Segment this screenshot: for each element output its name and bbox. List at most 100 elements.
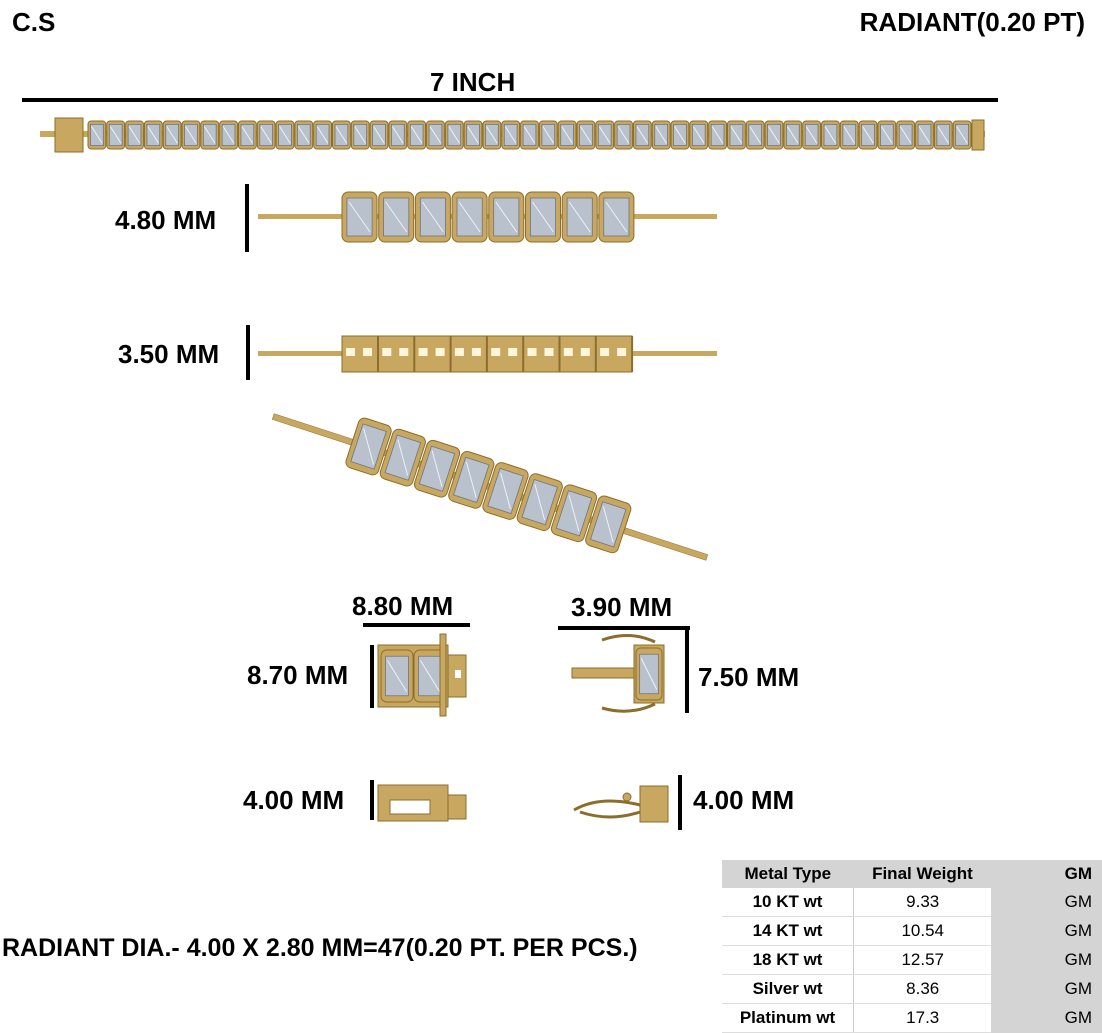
stone-facet (693, 126, 705, 144)
clasp-slot (455, 670, 461, 678)
unit-cell: GM (991, 1003, 1102, 1033)
metal-cell: 10 KT wt (722, 888, 854, 917)
clasp-open-view (571, 634, 665, 713)
stone-facet (655, 126, 667, 144)
metal-cell: Silver wt (722, 974, 854, 1004)
unit-cell: GM (991, 945, 1102, 975)
stone-facet (730, 126, 743, 144)
stone-facet (467, 126, 479, 144)
link-hole (418, 348, 428, 356)
cs-code: C.S (12, 7, 56, 37)
link-hole (382, 348, 392, 356)
clasp-side-left-line (370, 780, 374, 820)
stone-facet (617, 126, 630, 144)
link-hole (563, 348, 573, 356)
stone-facet (335, 126, 348, 144)
stone-facet (241, 126, 254, 144)
link-hole (471, 348, 481, 356)
stone-facet (392, 126, 404, 144)
clasp-tongue (447, 794, 467, 820)
clasp-top-height-label: 8.70 MM (247, 660, 349, 690)
perspective-view-segment (271, 413, 709, 561)
clasp-opening (389, 799, 431, 815)
stone-facet (279, 126, 291, 144)
stone-facet (465, 461, 477, 498)
weight-cell: 10.54 (853, 916, 992, 946)
weight-cell: 17.3 (853, 1003, 992, 1033)
top-view-segment (258, 191, 717, 243)
clasp-body (639, 785, 669, 823)
header-final-weight: Final Weight (853, 860, 992, 888)
stone-facet (109, 126, 122, 144)
link-hole (508, 348, 518, 356)
header-metal-type: Metal Type (722, 860, 854, 888)
stone-facet (222, 126, 235, 144)
stone-title: RADIANT(0.20 PT) (859, 7, 1085, 37)
stone-facet (674, 126, 686, 144)
clasp-top-view (377, 633, 467, 717)
stone-facet (881, 126, 893, 144)
link-hole (399, 348, 409, 356)
table-header-row: Metal Type Final Weight GM (722, 860, 1102, 888)
stone-facet (419, 660, 441, 692)
length-label: 7 INCH (430, 67, 516, 97)
latch-pin (622, 792, 632, 802)
stone-facet (431, 450, 443, 487)
link-hole (580, 348, 590, 356)
stone-facet (316, 126, 329, 144)
full-bracelet-view (40, 117, 985, 153)
stone-facet (602, 506, 614, 543)
stone-spec-note: RADIANT DIA.- 4.00 X 2.80 MM=47(0.20 PT.… (2, 934, 638, 962)
stone-facet (749, 126, 761, 144)
stone-facet (397, 439, 409, 476)
stone-facet (918, 126, 931, 144)
stone-facet (429, 126, 442, 144)
clasp-side-left-label: 4.00 MM (243, 785, 345, 815)
clasp-side-left-view (377, 784, 467, 822)
side-height-line (246, 325, 250, 380)
stone-facet (640, 658, 658, 690)
stone-facet (534, 483, 546, 521)
stone-facet (937, 126, 950, 144)
clasp-box (54, 117, 84, 153)
clasp-side-right-view (573, 785, 669, 823)
stone-facet (862, 126, 874, 144)
stone-facet (458, 201, 481, 233)
link-hole (617, 348, 627, 356)
stone-facet (523, 126, 536, 144)
length-dimension-line (22, 98, 998, 102)
unit-cell: GM (991, 974, 1102, 1004)
link-hole (346, 348, 355, 356)
stone-facet (532, 201, 554, 233)
stone-facet (598, 126, 611, 144)
top-width-label: 4.80 MM (115, 205, 217, 235)
stone-facet (448, 126, 461, 144)
stone-facet (636, 126, 649, 144)
clasp-side-right-line (678, 775, 682, 830)
weight-cell: 12.57 (853, 945, 992, 975)
clasp-open-width-label: 3.90 MM (571, 592, 673, 622)
safety-latch (439, 633, 447, 717)
stone-facet (605, 201, 628, 233)
stone-facet (421, 201, 444, 233)
stone-facet (486, 126, 498, 144)
stone-facet (899, 126, 912, 144)
clasp-top-width-label: 8.80 MM (352, 591, 454, 621)
stone-facet (147, 126, 160, 144)
stone-facet (354, 126, 366, 144)
stone-facet (956, 126, 968, 144)
clasp-open-height-label: 7.50 MM (698, 662, 800, 692)
stone-facet (410, 126, 423, 144)
link-hole (435, 348, 445, 356)
stone-facet (504, 126, 517, 144)
stone-facet (768, 126, 780, 144)
link-hole (363, 348, 372, 356)
link-hole (544, 348, 554, 356)
link-hole (600, 348, 610, 356)
link-hole (454, 348, 464, 356)
stone-facet (711, 126, 724, 144)
stone-facet (91, 126, 103, 144)
stone-facet (568, 201, 591, 233)
